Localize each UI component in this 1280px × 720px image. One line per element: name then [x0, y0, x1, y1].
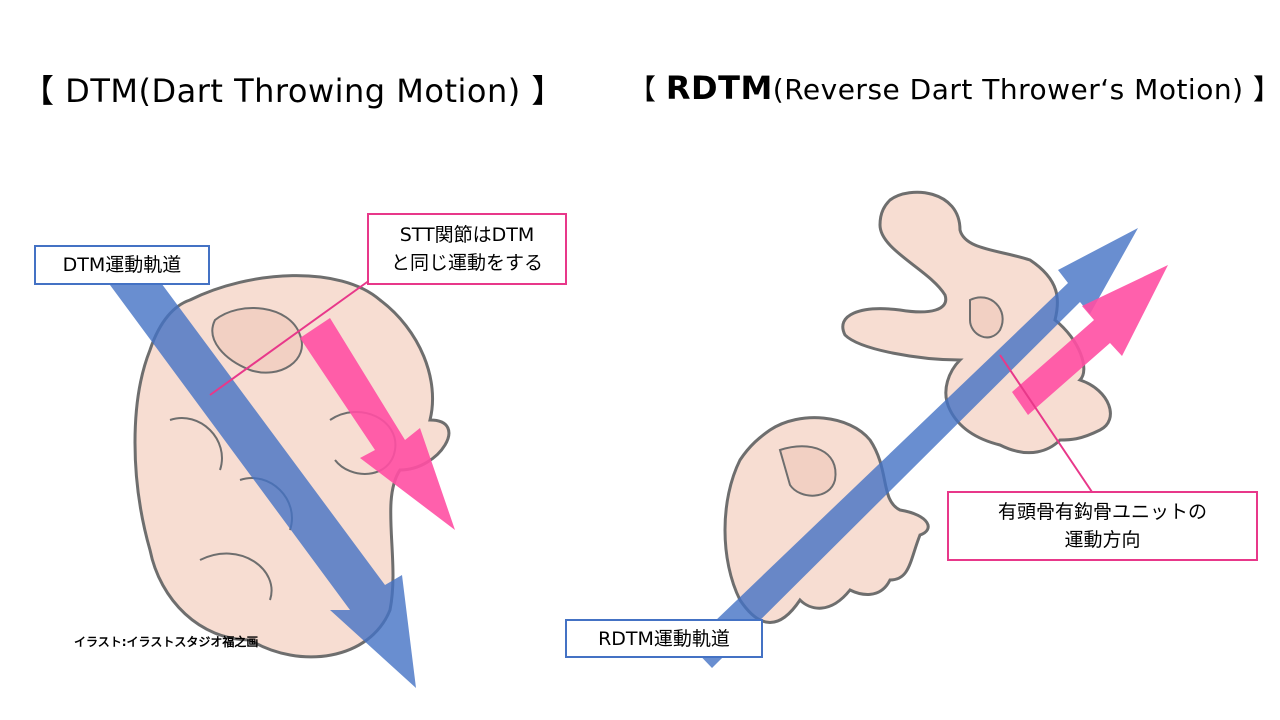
- unit-direction-arrow: [1012, 265, 1168, 415]
- unit-callout-line: [999, 354, 1093, 493]
- title-rdtm-abbr: RDTM: [665, 69, 773, 107]
- title-rdtm: 【 RDTM(Reverse Dart Thrower‘s Motion) 】: [628, 68, 1280, 108]
- stt-callout-box: STT関節はDTM と同じ運動をする: [367, 213, 567, 285]
- dtm-trajectory-label: DTM運動軌道: [34, 245, 210, 285]
- stt-callout-line2: と同じ運動をする: [390, 252, 543, 274]
- title-rdtm-rest: (Reverse Dart Thrower‘s Motion) 】: [772, 73, 1280, 106]
- right-hand-illustration-upper: [841, 190, 1112, 455]
- rdtm-trajectory-arrow: [690, 228, 1138, 668]
- unit-callout-line2: 運動方向: [1064, 529, 1141, 551]
- title-dtm: 【 DTM(Dart Throwing Motion) 】: [22, 72, 564, 110]
- dtm-trajectory-text: DTM運動軌道: [62, 254, 182, 276]
- stt-callout-line: [209, 279, 371, 396]
- unit-callout-line1: 有頭骨有鈎骨ユニットの: [997, 501, 1207, 523]
- illustration-credit: イラスト:イラストスタジオ福之画: [74, 635, 259, 649]
- stt-direction-arrow: [300, 318, 455, 530]
- stt-callout-line1: STT関節はDTM: [399, 224, 535, 246]
- rdtm-trajectory-label: RDTM運動軌道: [565, 619, 763, 658]
- title-rdtm-open: 【: [628, 73, 666, 106]
- rdtm-trajectory-text: RDTM運動軌道: [598, 627, 730, 650]
- dtm-trajectory-arrow: [110, 268, 416, 688]
- unit-callout-box: 有頭骨有鈎骨ユニットの運動方向: [947, 491, 1258, 561]
